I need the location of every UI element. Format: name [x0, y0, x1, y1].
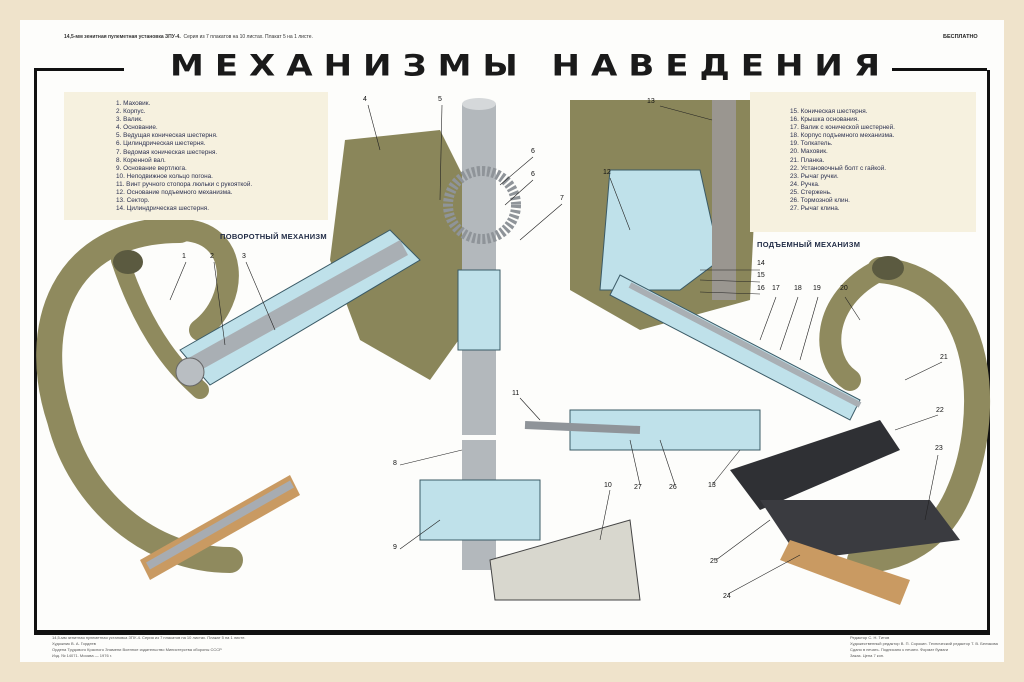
footer-line: Сдано в печать. Подписано к печати. Форм…: [850, 647, 949, 652]
footer-line: Художник В. А. Гордеев: [52, 641, 96, 646]
elevation-handwheel: [819, 257, 990, 573]
footer-imprint-left: 14,5-мм зенитная пулеметная установка ЗП…: [52, 635, 246, 659]
frame-corner: [34, 68, 124, 71]
legend-item: 13. Сектор.: [116, 197, 150, 205]
callout-number: 26: [669, 484, 677, 491]
legend-item: 4. Основание.: [116, 124, 158, 132]
callout-number: 9: [393, 544, 397, 551]
legend-item: 11. Винт ручного стопора люльки с рукоят…: [116, 180, 253, 188]
legend-item: 1. Маховик.: [116, 100, 151, 107]
legend-item: 19. Толкатель.: [790, 140, 833, 148]
legend-item: 10. Неподвижное кольцо погона.: [116, 172, 213, 180]
callout-number: 2: [210, 253, 214, 260]
legend-elevation-parts: 15. Коническая шестерня. 16. Крышка осно…: [750, 92, 976, 232]
callout-number: 5: [438, 96, 442, 103]
callout-number: 6: [531, 148, 535, 155]
legend-item: 18. Корпус подъемного механизма.: [790, 132, 895, 140]
callout-number: 8: [393, 460, 397, 467]
elevation-section-label: ПОДЪЕМНЫЙ МЕХАНИЗМ: [757, 240, 861, 249]
legend-item: 15. Коническая шестерня.: [790, 108, 868, 115]
traverse-handle: [140, 475, 300, 580]
handwheel-hub: [113, 250, 143, 274]
callout-number: 19: [813, 285, 821, 292]
callout-number: 14: [757, 260, 765, 267]
legend-item: 23. Рычаг ручки.: [790, 172, 839, 180]
legend-item: 25. Стержень.: [790, 188, 832, 196]
legend-item: 16. Крышка основания.: [790, 116, 859, 124]
callout-number: 23: [935, 445, 943, 452]
legend-traverse-parts: 1. Маховик. 2. Корпус. 3. Валик. 4. Осно…: [64, 92, 328, 220]
footer-line: 14,5-мм зенитная пулеметная установка ЗП…: [52, 635, 246, 640]
poster-frame: [34, 70, 990, 635]
callout-number: 12: [603, 169, 611, 176]
price-label: БЕСПЛАТНО: [943, 34, 978, 40]
callout-number: 7: [560, 195, 564, 202]
callout-number: 21: [940, 354, 948, 361]
swivel-base: [419, 479, 541, 541]
callout-number: 4: [363, 96, 367, 103]
cylindrical-gear: [443, 166, 521, 244]
footer-line: Редактор С. Н. Титов: [850, 635, 890, 640]
handle-lever: [730, 420, 900, 510]
footer-line: Заказ. Цена 7 коп.: [850, 653, 885, 658]
callout-number: 20: [840, 285, 848, 292]
legend-item: 24. Ручка.: [790, 180, 820, 188]
traverse-shaft: [185, 240, 408, 375]
legend-item: 26. Тормозной клин.: [790, 197, 850, 205]
elevation-housing: [609, 274, 861, 421]
callout-number: 27: [634, 484, 642, 491]
legend-item: 12. Основание подъемного механизма.: [116, 189, 233, 197]
traverse-handwheel: [36, 217, 243, 573]
callout-number: 15: [757, 272, 765, 279]
callout-number: 10: [604, 482, 612, 489]
legend-item: 21. Планка.: [790, 156, 825, 164]
sector: [712, 100, 736, 300]
frame-corner: [892, 68, 987, 71]
legend-item: 22. Установочный болт с гайкой.: [790, 164, 887, 172]
callout-number: 24: [723, 593, 731, 600]
legend-item: 14. Цилиндрическая шестерня.: [116, 205, 210, 213]
legend-item: 6. Цилиндрическая шестерня.: [116, 140, 206, 148]
callout-number: 22: [936, 407, 944, 414]
legend-item: 5. Ведущая коническая шестерня.: [116, 132, 218, 140]
callout-number: 3: [242, 253, 246, 260]
legend-item: 3. Валик.: [116, 116, 143, 124]
leader-lines: [169, 104, 943, 595]
callout-number: 1: [182, 253, 186, 260]
series-title: 14,5-мм зенитная пулеметная установка ЗП…: [64, 34, 181, 40]
footer-imprint-right: Редактор С. Н. Титов Художественный реда…: [850, 635, 998, 659]
footer-line: Ордена Трудового Красного Знамени Военно…: [52, 647, 222, 652]
callout-number: 25: [710, 558, 718, 565]
legend-item: 27. Рычаг клина.: [790, 205, 840, 213]
legend-item: 2. Корпус.: [116, 108, 146, 116]
footer-line: Изд. № 14071. Москва — 1976 г.: [52, 653, 112, 658]
poster-title: МЕХАНИЗМЫ НАВЕДЕНИЯ: [170, 49, 892, 83]
callout-number: 13: [647, 98, 655, 105]
callout-number: 13: [708, 482, 716, 489]
legend-item: 17. Валик с конической шестерней.: [790, 124, 895, 132]
legend-item: 9. Основание вертлюга.: [116, 164, 187, 172]
series-note: Серия из 7 плакатов на 10 листах. Плакат…: [183, 34, 313, 40]
callout-number: 16: [757, 285, 765, 292]
legend-item: 20. Маховик.: [790, 148, 828, 156]
callout-number: 11: [512, 390, 520, 397]
callout-number: 18: [794, 285, 802, 292]
callout-number: 17: [772, 285, 780, 292]
footer-line: Художественный редактор В. П. Сорокин. Т…: [850, 641, 998, 646]
legend-item: 8. Коренной вал.: [116, 156, 166, 164]
callout-number: 6: [531, 171, 535, 178]
elevation-handle: [780, 540, 910, 605]
fixed-ring: [489, 519, 641, 601]
traverse-section-label: ПОВОРОТНЫЙ МЕХАНИЗМ: [220, 232, 327, 241]
series-header: 14,5-мм зенитная пулеметная установка ЗП…: [64, 34, 313, 40]
legend-item: 7. Ведомая коническая шестерня.: [116, 148, 218, 156]
